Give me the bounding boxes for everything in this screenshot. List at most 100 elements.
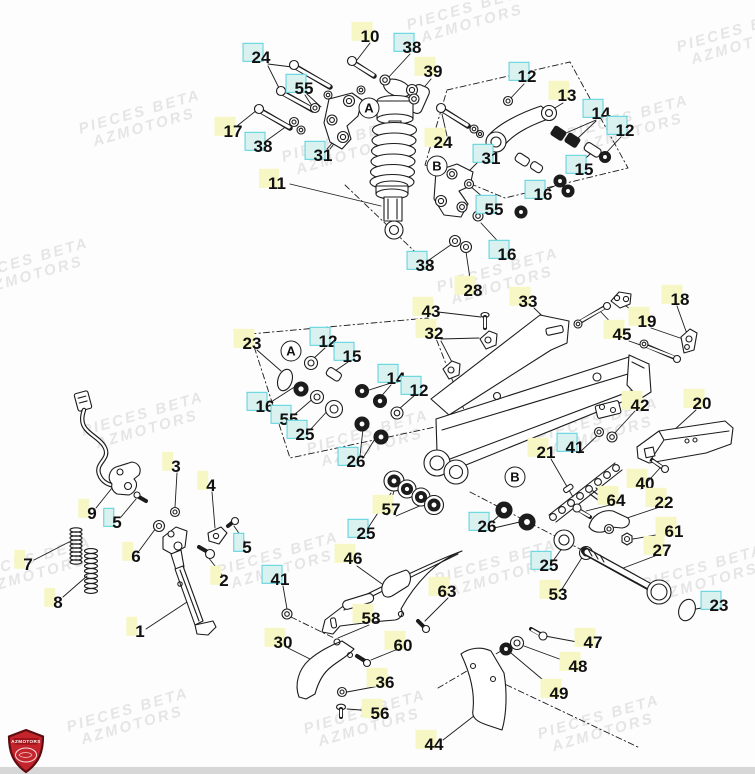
shock-absorber-drawing <box>369 78 430 240</box>
shock-mount-hardware <box>253 55 420 150</box>
yellow-highlight <box>210 565 222 585</box>
yellow-highlight <box>603 319 625 339</box>
linkage-drawing <box>433 95 612 254</box>
yellow-highlight <box>683 388 705 408</box>
callout-20: 20 <box>683 388 711 412</box>
callout-44: 44 <box>415 729 443 753</box>
yellow-highlight <box>197 470 209 490</box>
cyan-highlight <box>468 511 490 531</box>
yellow-highlight <box>351 21 373 41</box>
callout-31: 31 <box>472 143 500 167</box>
yellow-highlight <box>366 667 388 687</box>
callout-64: 64 <box>597 485 625 509</box>
azmotors-logo: AZMOTORS <box>7 728 45 774</box>
callout-32: 32 <box>415 318 443 342</box>
cyan-highlight <box>400 375 422 395</box>
logo-text: AZMOTORS <box>11 739 40 744</box>
yellow-highlight <box>643 535 665 555</box>
callout-25: 25 <box>347 518 375 542</box>
callout-55: 55 <box>285 73 313 97</box>
cyan-highlight <box>309 326 331 346</box>
callout-33: 33 <box>509 286 537 310</box>
cyan-highlight <box>270 404 292 424</box>
yellow-highlight <box>527 437 549 457</box>
callout-23: 23 <box>700 590 728 614</box>
yellow-highlight <box>559 651 581 671</box>
cyan-highlight <box>524 179 546 199</box>
yellow-highlight <box>361 698 383 718</box>
callout-7: 7 <box>14 549 33 573</box>
callout-27: 27 <box>643 535 671 559</box>
callout-26: 26 <box>337 446 365 470</box>
yellow-highlight <box>428 576 450 596</box>
yellow-highlight <box>162 451 174 471</box>
callout-41: 41 <box>261 564 289 588</box>
yellow-highlight <box>334 543 356 563</box>
cyan-highlight <box>233 532 245 552</box>
callout-26: 26 <box>468 511 496 535</box>
callout-38: 38 <box>406 250 434 274</box>
yellow-highlight <box>424 127 446 147</box>
callout-12: 12 <box>508 61 536 85</box>
callout-43: 43 <box>412 296 440 320</box>
callout-55: 55 <box>475 194 503 218</box>
callout-3: 3 <box>162 451 181 475</box>
cyan-highlight <box>304 140 326 160</box>
yellow-highlight <box>597 485 619 505</box>
callout-58: 58 <box>352 603 380 627</box>
yellow-highlight <box>415 729 437 749</box>
side-stand-drawing <box>69 390 240 636</box>
callout-53: 53 <box>539 579 567 603</box>
callout-38: 38 <box>244 131 272 155</box>
cyan-highlight <box>393 32 415 52</box>
callout-46: 46 <box>334 543 362 567</box>
yellow-highlight <box>548 80 570 100</box>
cyan-highlight <box>565 154 587 174</box>
reference-badge-B: B <box>426 155 448 177</box>
callout-19: 19 <box>628 306 656 330</box>
callout-6: 6 <box>122 541 141 565</box>
callout-31: 31 <box>304 140 332 164</box>
callout-60: 60 <box>384 630 412 654</box>
callout-11: 11 <box>259 168 286 192</box>
cyan-highlight <box>337 446 359 466</box>
yellow-highlight <box>126 616 138 636</box>
callout-15: 15 <box>565 154 593 178</box>
cyan-highlight <box>347 518 369 538</box>
callout-56: 56 <box>361 698 389 722</box>
callout-61: 61 <box>655 516 683 540</box>
yellow-highlight <box>621 390 643 410</box>
pivot-bearings-drawing <box>276 355 445 516</box>
callout-18: 18 <box>661 284 689 308</box>
callout-30: 30 <box>264 627 292 651</box>
cyan-highlight <box>286 419 308 439</box>
callout-17: 17 <box>214 116 242 140</box>
callout-22: 22 <box>645 487 673 511</box>
cyan-highlight <box>475 194 497 214</box>
yellow-highlight <box>14 549 26 569</box>
callout-15: 15 <box>333 341 361 365</box>
callout-24: 24 <box>242 42 270 66</box>
cyan-highlight <box>244 131 266 151</box>
callout-57: 57 <box>372 494 400 518</box>
yellow-highlight <box>661 284 683 304</box>
callout-42: 42 <box>621 390 649 414</box>
mud-flap-drawing <box>460 627 548 731</box>
callout-16: 16 <box>246 391 274 415</box>
footer-bar <box>0 767 755 774</box>
callout-10: 10 <box>351 21 379 45</box>
yellow-highlight <box>645 487 667 507</box>
cyan-highlight <box>246 391 268 411</box>
logo-shield <box>7 728 45 774</box>
callout-25: 25 <box>530 550 558 574</box>
callout-8: 8 <box>44 587 63 611</box>
callout-48: 48 <box>559 651 587 675</box>
callout-16: 16 <box>524 179 552 203</box>
callout-40: 40 <box>626 468 654 492</box>
yellow-highlight <box>412 296 434 316</box>
yellow-highlight <box>414 56 436 76</box>
cyan-highlight <box>333 341 355 361</box>
reference-badge-A: A <box>280 340 302 362</box>
cyan-highlight <box>582 98 604 118</box>
yellow-highlight <box>214 116 236 136</box>
